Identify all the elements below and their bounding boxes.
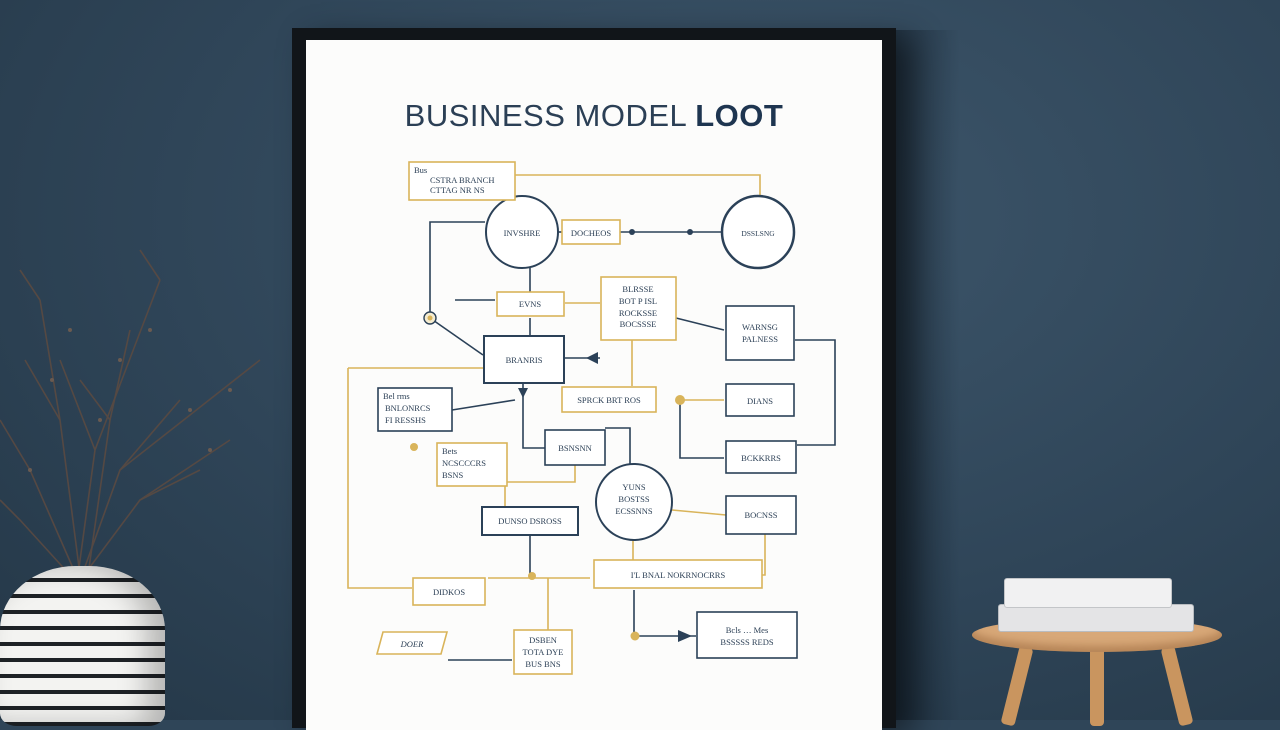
box-small-mid [496,291,565,317]
stool-leg-mid [1090,646,1104,726]
box-wide [593,559,763,589]
box-small-mid-label: EVNS [519,299,541,309]
box-strip [561,386,657,413]
note-bottom-l1: DSBEN [529,635,557,645]
box-center [483,335,565,384]
box-bottom-left [481,506,579,536]
circle-bottom-l2: BOSTSS [618,494,649,504]
box-mid-tall-l4: BOCSSSE [620,319,657,329]
box-right-1 [725,305,795,361]
box-right-2 [725,383,795,417]
circle-right-label: DSSLSNG [741,229,775,238]
box-small-center [544,429,606,466]
poster-title: BUSINESS MODEL LOOT [306,98,882,134]
note-left-2-l1: Bets [442,446,457,456]
tag-bottom-left [375,631,449,655]
box-bottom-right-l2: BSSSSS REDS [720,637,773,647]
note-left-l1: Bel rms [383,391,410,401]
circle-top [485,195,559,269]
box-bottom-right-l1: Bcls … Mes [726,625,769,635]
box-top-mid-label: DOCHEOS [571,228,611,238]
circle-bottom-l3: ECSSNNS [615,506,653,516]
note-left-2-l3: BSNS [442,470,464,480]
note-top-left [408,161,516,201]
circle-right [720,194,796,270]
note-bottom [513,629,573,675]
note-top-left-l1: Bus [414,165,427,175]
circle-bottom-l1: YUNS [622,482,645,492]
title-word-1: BUSINESS [404,98,575,133]
box-right-4-label: BOCNSS [744,510,777,520]
box-bottom-right [696,611,798,659]
note-left-l3: FI RESSHS [385,415,426,425]
box-center-label: BRANRIS [506,355,543,365]
box-mid-tall [600,276,677,341]
circle-bottom [595,463,673,541]
box-right-2-label: DIANS [747,396,773,406]
note-left [377,387,453,432]
note-left-l2: BNLONRCS [385,403,431,413]
box-right-4 [725,495,797,535]
box-strip-label: SPRCK BRT ROS [577,395,641,405]
box-bottom-small [412,577,486,606]
box-mid-tall-l1: BLRSSE [622,284,653,294]
box-right-3-label: BCKKRRS [741,453,781,463]
box-wide-label: I'L BNAL NOKRNOCRRS [631,570,726,580]
note-top-left-l3: CTTAG NR NS [430,185,485,195]
tag-bottom-left-label: DOER [400,639,424,649]
box-mid-tall-l3: ROCKSSE [619,308,657,318]
note-top-left-l2: CSTRA BRANCH [430,175,494,185]
note-left-2-l2: NCSCCCRS [442,458,486,468]
box-right-1-l2: PALNESS [742,334,778,344]
note-bottom-l3: BUS BNS [525,659,560,669]
box-top-mid [561,219,621,245]
box-bottom-left-label: DUNSO DSROSS [498,516,562,526]
box-small-center-label: BSNSNN [558,443,592,453]
circle-top-label: INVSHRE [504,228,541,238]
striped-vase [0,566,165,726]
note-left-2 [436,442,508,487]
book-top [1004,578,1172,608]
title-word-3: LOOT [695,98,784,133]
box-bottom-small-label: DIDKOS [433,587,465,597]
box-right-1-l1: WARNSG [742,322,778,332]
note-bottom-l2: TOTA DYE [523,647,564,657]
title-word-2: MODEL [574,98,696,133]
box-mid-tall-l2: BOT P ISL [619,296,657,306]
box-right-3 [725,440,797,474]
